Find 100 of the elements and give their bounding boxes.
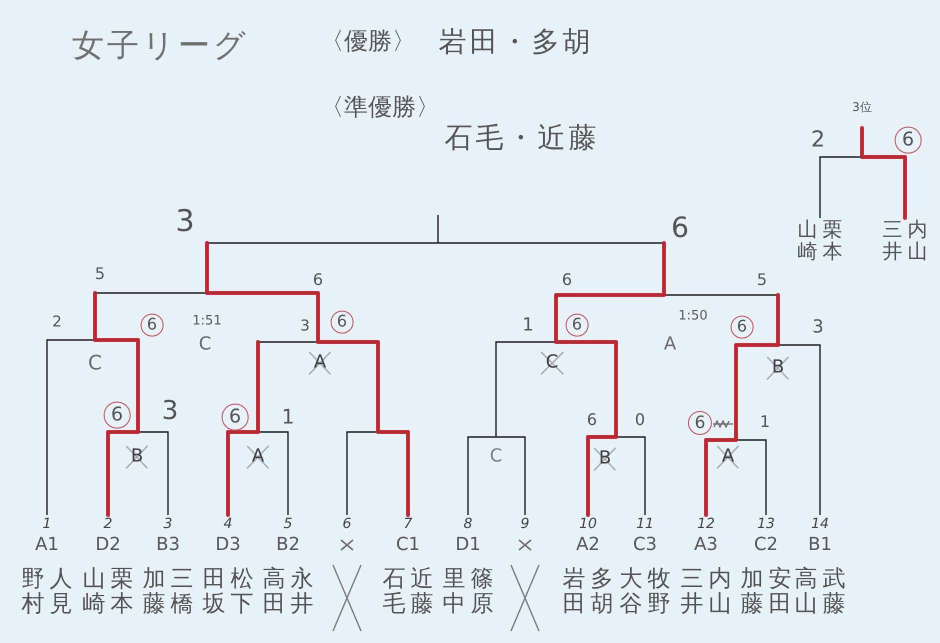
match-time: 1:51 xyxy=(192,314,222,330)
player-name: 高山 xyxy=(794,567,818,618)
highlighted-line xyxy=(226,340,260,517)
player-name: 野村 xyxy=(22,567,44,618)
highlighted-line xyxy=(554,241,666,517)
player-name: 里中 xyxy=(442,567,466,618)
seed-code: B2 xyxy=(276,533,300,557)
score: 0 xyxy=(634,410,646,430)
score: 5 xyxy=(94,264,106,284)
highlighted-line xyxy=(205,241,410,517)
entry-number: 9 xyxy=(520,515,530,533)
entry-number: 5 xyxy=(284,515,292,533)
score: 3 xyxy=(175,204,195,240)
score: 3 xyxy=(812,318,824,338)
entry-number: 4 xyxy=(224,515,232,533)
seed-code: B3 xyxy=(156,533,180,557)
seed-code: B1 xyxy=(808,533,832,557)
place-heading: 3位 xyxy=(852,101,872,115)
bracket-line xyxy=(778,344,821,515)
entry-number: 8 xyxy=(464,515,472,533)
struck-letter: A xyxy=(308,352,332,374)
player-name: 内山 xyxy=(708,567,732,618)
court-letter: C xyxy=(88,352,102,374)
entry-number: 6 xyxy=(342,515,352,533)
struck-letter: A xyxy=(246,446,270,468)
seed-code: D2 xyxy=(95,533,121,557)
seed-code: A2 xyxy=(576,533,600,557)
player-name: 内山 xyxy=(908,218,928,262)
player-name: 栗本 xyxy=(822,218,842,262)
title: 女子リーグ xyxy=(72,26,249,64)
entry-number: 10 xyxy=(579,515,597,533)
player-name: 三井 xyxy=(680,567,704,618)
entry-number: 13 xyxy=(757,515,775,533)
entry-number: 12 xyxy=(697,515,715,533)
score: 2 xyxy=(811,127,825,153)
struck-letter: B xyxy=(594,448,616,470)
entry-number: 3 xyxy=(164,515,172,533)
player-name: 人見 xyxy=(50,567,72,618)
award-heading: 〈優勝〉 xyxy=(320,28,416,56)
player-name: 三橋 xyxy=(170,567,194,618)
highlighted-line xyxy=(860,126,907,220)
circled-score: 6 xyxy=(104,402,130,428)
team-names: 岩田・多胡 xyxy=(438,26,594,58)
bracket-line xyxy=(437,215,439,243)
player-name: 栗本 xyxy=(110,567,134,618)
player-name: 山崎 xyxy=(82,567,106,618)
player-name: 多胡 xyxy=(590,567,614,618)
team-names: 石毛・近藤 xyxy=(444,122,600,154)
score: 6 xyxy=(312,270,324,290)
bracket-line xyxy=(819,156,862,218)
struck-letter: A xyxy=(716,446,740,468)
award-heading: 〈準優勝〉 xyxy=(320,94,440,122)
struck-letter: B xyxy=(126,446,148,468)
bracket-line xyxy=(258,431,289,515)
entry-number: 7 xyxy=(404,515,412,533)
player-name: 篠原 xyxy=(470,567,494,618)
circled-score: 6 xyxy=(330,310,354,334)
player-name: 加藤 xyxy=(142,567,166,618)
player-name: 岩田 xyxy=(562,567,586,618)
highlighted-line xyxy=(93,291,140,517)
circled-score: 6 xyxy=(894,126,922,154)
struck-letter: B xyxy=(766,356,790,380)
score: 5 xyxy=(756,270,768,290)
score: 1 xyxy=(522,316,534,336)
seed-code: C2 xyxy=(754,533,778,557)
bracket-line xyxy=(616,436,646,515)
circled-score: 6 xyxy=(140,314,164,336)
circled-score: 6 xyxy=(688,410,712,436)
seed-code: D3 xyxy=(215,533,241,557)
player-name: 石毛 xyxy=(382,567,406,618)
player-name: 近藤 xyxy=(410,567,434,618)
bracket-line xyxy=(736,439,767,515)
circled-score: 6 xyxy=(566,314,588,336)
score: 3 xyxy=(162,397,178,427)
bracket-line xyxy=(496,436,526,515)
match-time: 1:50 xyxy=(678,310,708,324)
score: 2 xyxy=(52,313,62,331)
score: 6 xyxy=(671,212,689,244)
seed-code: A3 xyxy=(694,533,718,557)
player-name: 松下 xyxy=(230,567,254,618)
bracket-line xyxy=(495,341,556,437)
circled-score: 6 xyxy=(222,404,248,430)
score: 6 xyxy=(586,410,598,430)
bracket-line xyxy=(467,436,496,515)
player-name: 高田 xyxy=(262,567,286,618)
seed-code: C3 xyxy=(632,533,658,557)
player-name: 大谷 xyxy=(620,567,642,618)
bracket-line xyxy=(346,431,378,515)
court-letter: C xyxy=(490,446,502,468)
struck-letter: C xyxy=(540,352,564,374)
bracket-line xyxy=(138,431,169,515)
player-name: 安田 xyxy=(768,567,792,618)
player-name: 三井 xyxy=(882,218,902,262)
court-letter: C xyxy=(198,334,212,356)
court-letter: A xyxy=(664,334,676,356)
entry-number: 14 xyxy=(811,515,829,533)
seed-code: A1 xyxy=(35,533,59,557)
score: 1 xyxy=(282,406,294,428)
entry-number: 2 xyxy=(104,515,112,533)
bracket-line xyxy=(46,339,95,515)
